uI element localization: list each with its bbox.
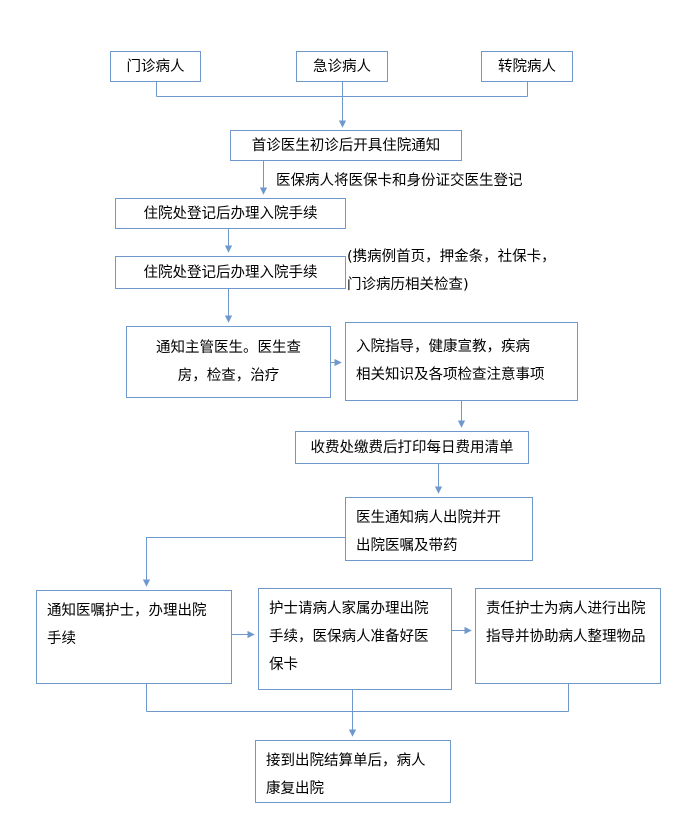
node-admission-notice: 首诊医生初诊后开具住院通知	[230, 130, 462, 161]
node-notify-chief-doctor: 通知主管医生。医生查 房，检查，治疗	[126, 326, 331, 398]
node-label-line3: 保卡	[269, 657, 298, 673]
node-label: 门诊病人	[126, 58, 185, 75]
node-label: 住院处登记后办理入院手续	[143, 264, 318, 281]
node-label-line2: 手续	[47, 631, 76, 647]
note-insurance-registration: 医保病人将医保卡和身份证交医生登记	[276, 173, 523, 189]
node-label-line1: 通知医嘱护士，办理出院	[47, 603, 207, 619]
node-label-line1: 通知主管医生。医生查	[156, 340, 301, 356]
connector-discharge-to-order-nurse	[142, 537, 345, 587]
node-label-line1: 护士请病人家属办理出院	[269, 601, 429, 617]
node-label: 转院病人	[498, 58, 556, 75]
node-label-line2: 指导并协助病人整理物品	[486, 629, 646, 645]
node-emergency: 急诊病人	[296, 51, 388, 82]
node-admission-desk-2: 住院处登记后办理入院手续	[115, 256, 346, 289]
node-discharge-notice: 医生通知病人出院并开 出院医嘱及带药	[345, 497, 533, 561]
node-label-line2: 相关知识及各项检查注意事项	[356, 367, 545, 383]
node-label-line2: 出院医嘱及带药	[356, 538, 458, 554]
node-family-procedures: 护士请病人家属办理出院 手续，医保病人准备好医 保卡	[258, 588, 452, 690]
note-line: 门诊病历相关检查)	[347, 277, 469, 293]
note-materials: (携病例首页，押金条，社保卡， 门诊病历相关检查)	[347, 243, 556, 299]
node-admission-desk-1: 住院处登记后办理入院手续	[115, 198, 346, 229]
node-label: 住院处登记后办理入院手续	[143, 205, 318, 222]
node-label-line1: 医生通知病人出院并开	[356, 510, 501, 526]
node-duty-nurse-guidance: 责任护士为病人进行出院 指导并协助病人整理物品	[475, 588, 661, 684]
node-transfer: 转院病人	[481, 51, 573, 82]
node-label-line1: 入院指导，健康宣教，疾病	[356, 339, 530, 355]
node-label-line2: 手续，医保病人准备好医	[269, 629, 429, 645]
node-outpatient: 门诊病人	[110, 51, 201, 82]
node-label-line2: 康复出院	[266, 781, 324, 797]
node-admission-guidance: 入院指导，健康宣教，疾病 相关知识及各项检查注意事项	[345, 322, 578, 401]
node-label-line1: 责任护士为病人进行出院	[486, 601, 646, 617]
node-fee-print: 收费处缴费后打印每日费用清单	[295, 431, 529, 464]
node-label: 收费处缴费后打印每日费用清单	[310, 439, 514, 456]
node-label: 急诊病人	[313, 58, 371, 75]
node-label: 首诊医生初诊后开具住院通知	[251, 137, 441, 154]
node-label-line1: 接到出院结算单后，病人	[266, 753, 426, 769]
node-label-line2: 房，检查，治疗	[177, 368, 280, 384]
node-notify-order-nurse: 通知医嘱护士，办理出院 手续	[36, 590, 232, 684]
node-final-discharge: 接到出院结算单后，病人 康复出院	[255, 740, 451, 803]
note-line: (携病例首页，押金条，社保卡，	[347, 249, 556, 265]
